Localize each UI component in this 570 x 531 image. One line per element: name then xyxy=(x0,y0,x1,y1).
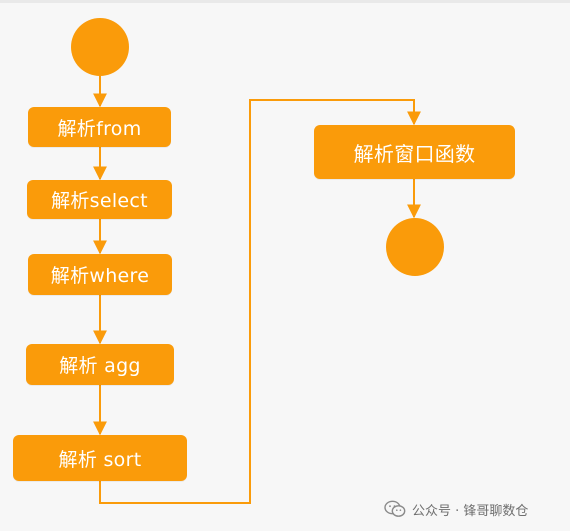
node-parse-window-function: 解析窗口函数 xyxy=(314,125,515,179)
end-node xyxy=(386,218,444,276)
watermark-text: 公众号 · 锋哥聊数仓 xyxy=(412,503,529,519)
top-divider xyxy=(0,0,570,3)
arrow-sort-to-window xyxy=(99,99,421,504)
start-node xyxy=(71,18,129,76)
node-parse-select: 解析select xyxy=(27,180,172,219)
node-parse-where: 解析where xyxy=(28,254,172,295)
watermark: 公众号 · 锋哥聊数仓 xyxy=(384,497,528,521)
node-parse-from: 解析from xyxy=(28,107,171,147)
node-parse-sort: 解析 sort xyxy=(13,435,187,481)
node-parse-agg: 解析 agg xyxy=(26,344,174,385)
wechat-icon xyxy=(384,500,406,517)
